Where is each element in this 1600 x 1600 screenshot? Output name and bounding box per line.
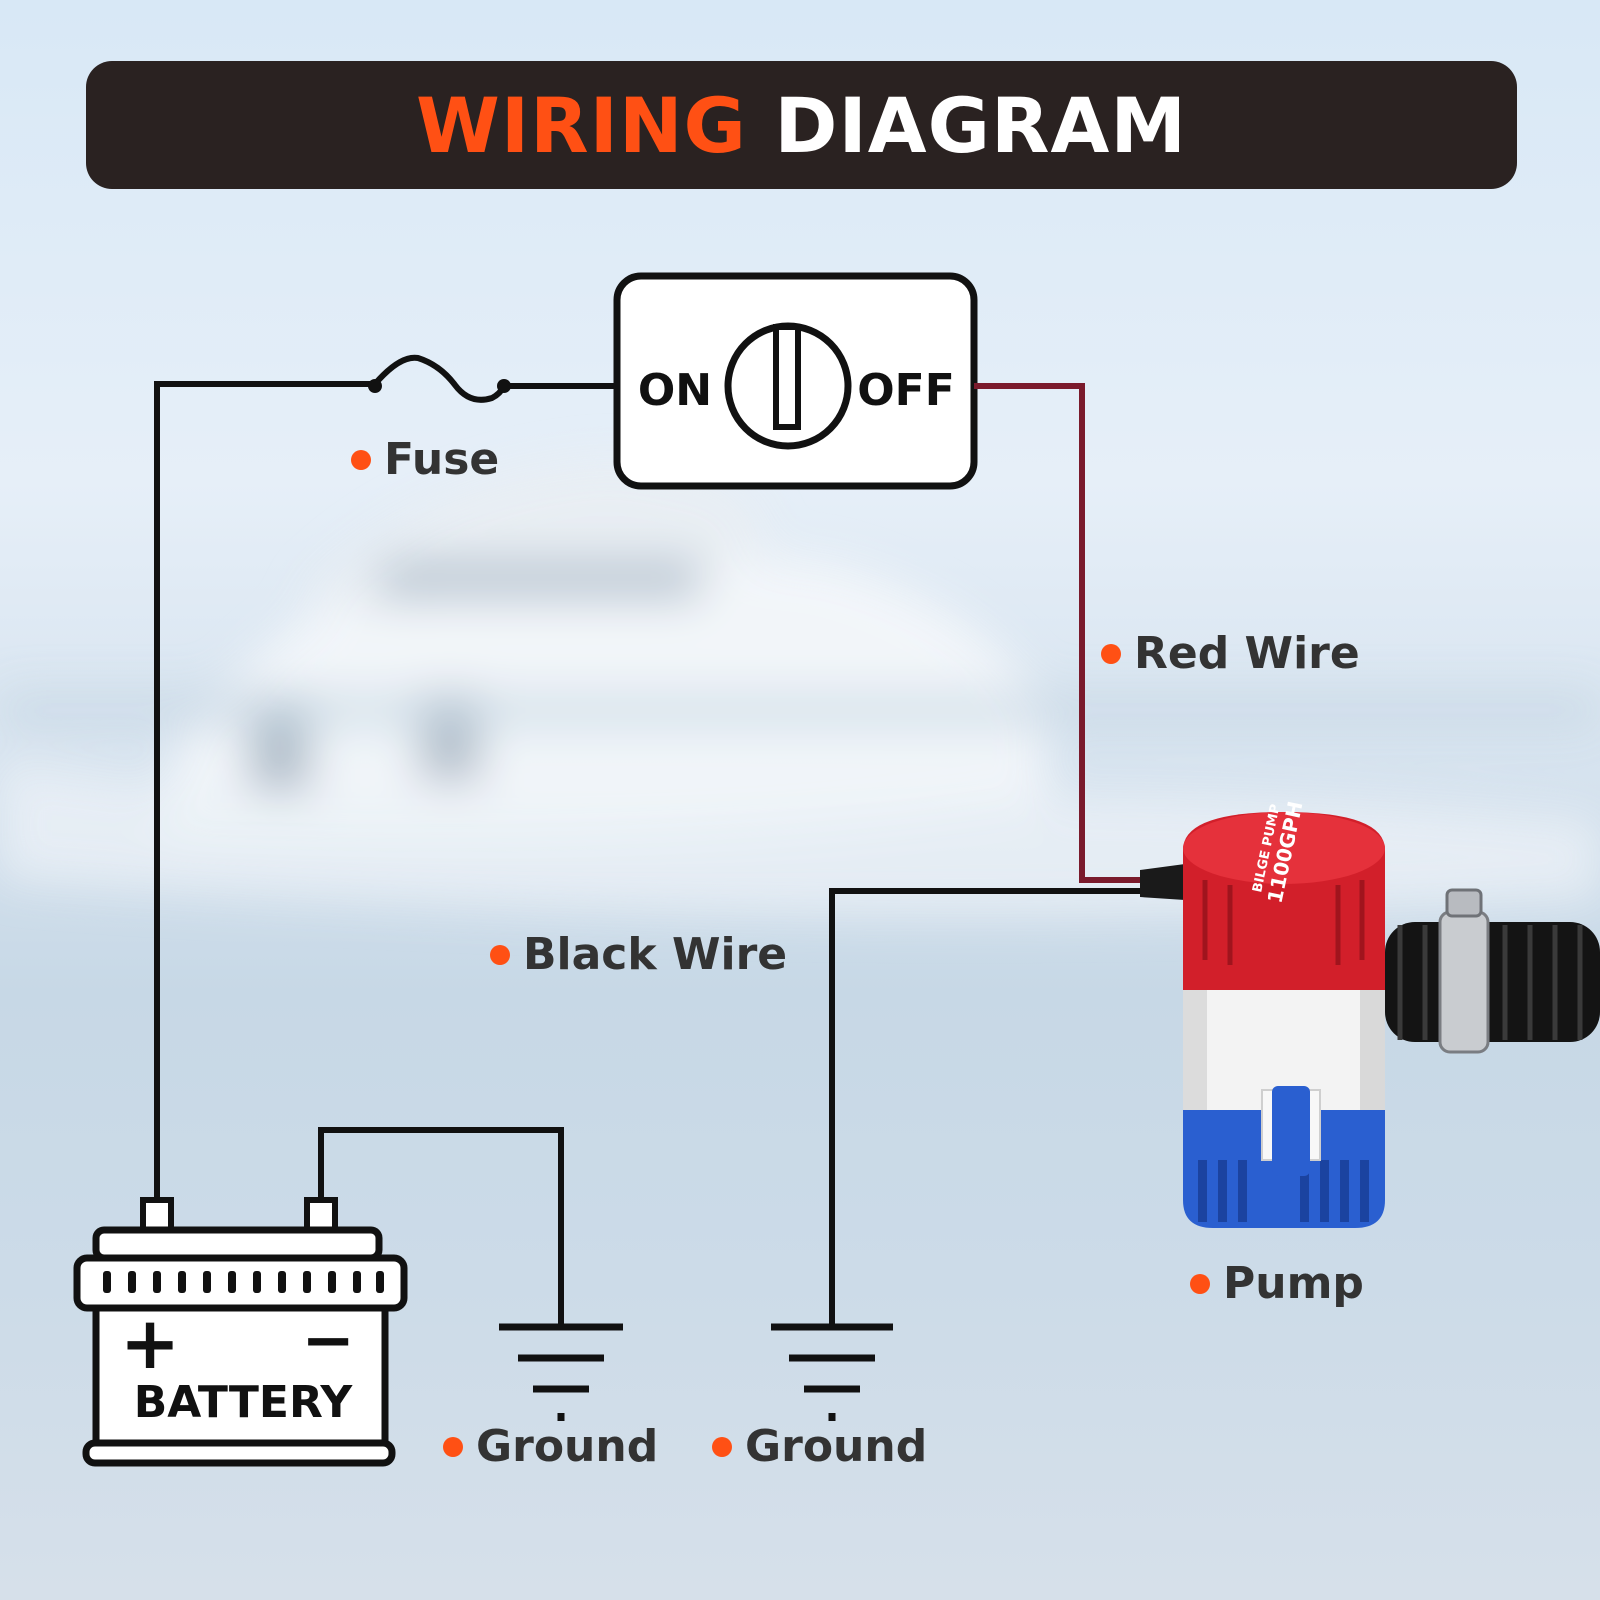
label-red-wire-text: Red Wire [1134,628,1360,679]
battery-negative-symbol: − [301,1304,355,1378]
label-ground-2-text: Ground [745,1421,928,1472]
battery-label: BATTERY [134,1377,354,1428]
switch-icon: ON OFF [613,272,978,490]
bullet-dot [712,1436,732,1457]
wire-battery-negative [318,1127,564,1325]
switch-off-label: OFF [857,365,955,416]
pump-image: BILGE PUMP 1100GPH [1140,799,1600,1228]
fuse-icon [368,354,511,403]
title-accent-word: WIRING [416,80,747,170]
label-ground-1-text: Ground [476,1421,659,1472]
label-fuse-text: Fuse [384,434,500,485]
ground-icon [771,1323,893,1421]
ground-icon [499,1323,623,1421]
header-banner: WIRING DIAGRAM [86,61,1517,189]
label-black-wire: Black Wire [490,929,787,980]
page-title: WIRING DIAGRAM [416,81,1187,170]
label-black-wire-text: Black Wire [523,929,788,980]
bullet-dot [490,944,510,965]
battery-icon: + − BATTERY [73,1197,408,1467]
label-ground-1: Ground [443,1421,658,1472]
pump-hose [1385,888,1600,1054]
label-ground-2: Ground [712,1421,927,1472]
bullet-dot [1101,643,1121,664]
red-wire [974,383,1150,883]
bullet-dot [1190,1273,1210,1294]
label-fuse: Fuse [351,434,499,485]
battery-positive-symbol: + [120,1301,180,1385]
label-pump-text: Pump [1223,1258,1364,1309]
black-wire-pump [829,888,1150,1325]
bullet-dot [443,1436,463,1457]
switch-on-label: ON [638,365,712,416]
label-pump: Pump [1190,1258,1364,1309]
label-red-wire: Red Wire [1101,628,1360,679]
title-main-word: DIAGRAM [774,80,1187,170]
bullet-dot [351,449,371,470]
black-wire-positive [154,381,375,1200]
